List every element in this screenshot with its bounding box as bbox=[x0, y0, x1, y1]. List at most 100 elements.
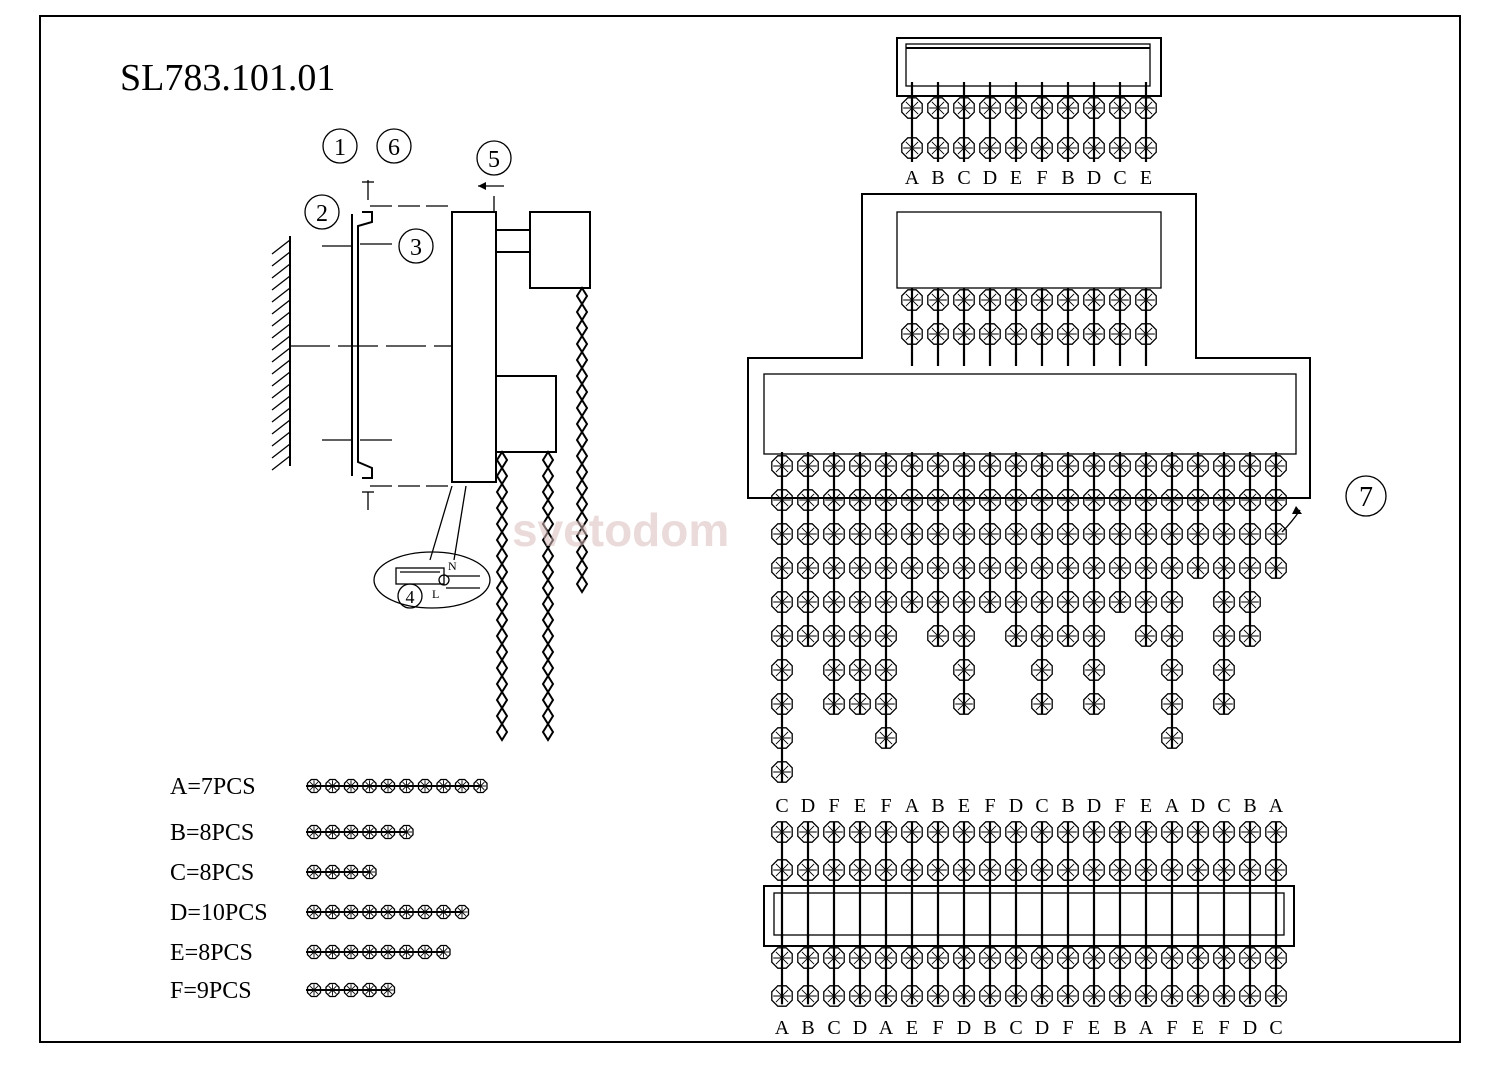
crystal-bead bbox=[875, 591, 897, 613]
crystal-strand bbox=[1083, 934, 1105, 1007]
crystal-bead bbox=[1161, 727, 1183, 749]
crystal-strand bbox=[1135, 82, 1157, 162]
hatch-line bbox=[271, 443, 291, 459]
crystal-bead bbox=[1005, 591, 1027, 613]
label-neutral: N bbox=[448, 559, 457, 573]
crystal-bead bbox=[797, 821, 819, 843]
crystal-bead bbox=[1239, 489, 1261, 511]
crystal-strand bbox=[1031, 452, 1053, 715]
strand-letter: C bbox=[775, 795, 788, 817]
hatch-line bbox=[271, 335, 291, 351]
strand-letter: E bbox=[958, 795, 970, 817]
crystal-strand bbox=[1135, 934, 1157, 1007]
legend-bead bbox=[343, 824, 359, 840]
crystal-strand bbox=[1109, 82, 1131, 162]
crystal-bead bbox=[979, 97, 1001, 119]
strand-letter: B bbox=[1243, 795, 1256, 817]
crystal-bead bbox=[1265, 523, 1287, 545]
crystal-strand bbox=[1005, 452, 1027, 647]
crystal-bead bbox=[1109, 591, 1131, 613]
crystal-strand bbox=[1135, 452, 1157, 647]
crystal-bead bbox=[1109, 859, 1131, 881]
legend-bead bbox=[362, 778, 377, 794]
legend-bead bbox=[380, 824, 396, 840]
crystal-strand bbox=[797, 934, 819, 1007]
crystal-bead bbox=[849, 557, 871, 579]
crystal-bead bbox=[1135, 289, 1157, 311]
legend-bead bbox=[454, 904, 470, 920]
crystal-bead bbox=[953, 137, 975, 159]
crystal-bead bbox=[901, 821, 923, 843]
callout-6: 6 bbox=[376, 128, 412, 164]
crystal-bead bbox=[953, 947, 975, 969]
crystal-strand bbox=[1265, 934, 1287, 1007]
crystal-bead bbox=[1161, 455, 1183, 477]
crystal-bead bbox=[771, 625, 793, 647]
crystal-bead bbox=[797, 489, 819, 511]
crystal-bead bbox=[1057, 97, 1079, 119]
mounting-bracket bbox=[357, 211, 373, 479]
strand-letter: D bbox=[801, 795, 815, 817]
legend-bead bbox=[380, 944, 396, 960]
crystal-bead bbox=[1135, 985, 1157, 1007]
strand-letter: C bbox=[827, 1017, 840, 1039]
crystal-bead bbox=[979, 859, 1001, 881]
legend-label: A=7PCS bbox=[170, 774, 256, 800]
crystal-bead bbox=[927, 455, 949, 477]
crystal-strand bbox=[1005, 288, 1027, 366]
crystal-bead bbox=[979, 821, 1001, 843]
callout-2: 2 bbox=[304, 194, 340, 230]
crystal-strand bbox=[1109, 452, 1131, 613]
crystal-bead bbox=[1031, 455, 1053, 477]
strand-letter: B bbox=[1113, 1017, 1126, 1039]
crystal-strand bbox=[823, 821, 845, 938]
crystal-bead bbox=[1031, 289, 1053, 311]
crystal-bead bbox=[1161, 821, 1183, 843]
crystal-bead bbox=[1213, 659, 1235, 681]
strand-letter: D bbox=[1243, 1017, 1257, 1039]
crystal-bead bbox=[979, 455, 1001, 477]
crystal-bead bbox=[875, 557, 897, 579]
crystal-strand bbox=[927, 82, 949, 162]
crystal-bead bbox=[979, 323, 1001, 345]
crystal-bead bbox=[901, 985, 923, 1007]
crystal-bead bbox=[901, 97, 923, 119]
crystal-strand bbox=[1057, 288, 1079, 366]
hatch-line bbox=[271, 359, 291, 375]
wall-hatching bbox=[271, 239, 291, 471]
crystal-bead bbox=[875, 625, 897, 647]
crystal-bead bbox=[1265, 859, 1287, 881]
legend-bead bbox=[399, 944, 414, 960]
crystal-bead bbox=[1109, 323, 1131, 345]
legend-bead bbox=[306, 904, 322, 920]
crystal-bead bbox=[927, 821, 949, 843]
crystal-bead bbox=[1187, 455, 1209, 477]
crystal-bead bbox=[1057, 489, 1079, 511]
crystal-bead bbox=[1031, 821, 1053, 843]
crystal-bead bbox=[797, 947, 819, 969]
crystal-bead bbox=[1187, 947, 1209, 969]
crystal-bead bbox=[901, 557, 923, 579]
crystal-strand bbox=[1239, 452, 1261, 647]
callout-5-label: 5 bbox=[488, 147, 500, 173]
crystal-bead bbox=[823, 523, 845, 545]
crystal-strand bbox=[1083, 452, 1105, 715]
legend-bead bbox=[399, 778, 414, 794]
crystal-bead bbox=[1031, 97, 1053, 119]
strand-letter: C bbox=[1035, 795, 1048, 817]
crystal-bead bbox=[1265, 947, 1287, 969]
crystal-strand bbox=[823, 452, 845, 715]
callout-7-arrowhead bbox=[1292, 506, 1302, 514]
crystal-strand bbox=[1187, 934, 1209, 1007]
crystal-bead bbox=[927, 859, 949, 881]
crystal-bead bbox=[1161, 625, 1183, 647]
crystal-bead bbox=[823, 821, 845, 843]
crystal-bead bbox=[1083, 693, 1105, 715]
crystal-bead bbox=[1083, 625, 1105, 647]
crystal-bead bbox=[1031, 625, 1053, 647]
detail-leader-a bbox=[429, 485, 453, 561]
legend-label: E=8PCS bbox=[170, 940, 253, 966]
crystal-bead bbox=[1239, 625, 1261, 647]
